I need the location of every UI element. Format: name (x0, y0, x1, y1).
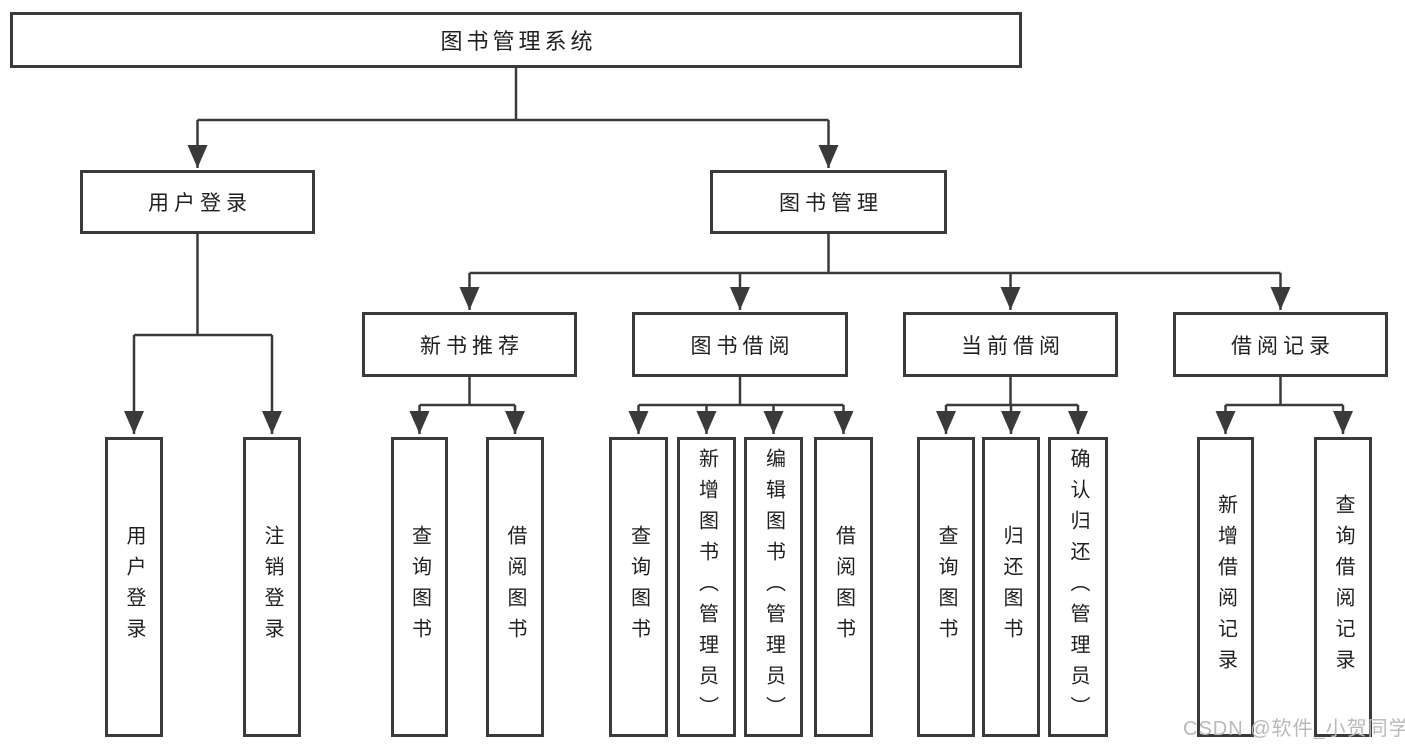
node-book-borrow-label: 图书借阅 (690, 334, 795, 358)
leaf-user-login: 用户登录 (105, 437, 163, 737)
leaf-return-book-label: 归还图书 (1000, 525, 1022, 649)
connector-root-to-level2 (197, 68, 829, 122)
node-book-borrow: 图书借阅 (632, 312, 848, 377)
node-current-borrow: 当前借阅 (903, 312, 1118, 377)
csdn-watermark: CSDN @软件_小贺同学 (1183, 718, 1405, 740)
node-current-borrow-label: 当前借阅 (961, 334, 1065, 358)
arrow-group (124, 120, 1353, 434)
leaf-borrow-book-c: 借阅图书 (814, 437, 873, 737)
leaf-borrow-book-b: 借阅图书 (486, 437, 544, 737)
leaf-add-borrow-record-label: 新增借阅记录 (1214, 494, 1237, 680)
leaf-query-borrow-record: 查询借阅记录 (1314, 437, 1372, 737)
leaf-query-book-d: 查询图书 (917, 437, 975, 737)
connector-newbook-children (419, 377, 515, 407)
leaf-borrow-book-c-label: 借阅图书 (832, 525, 855, 649)
node-borrow-records-label: 借阅记录 (1231, 334, 1335, 358)
leaf-query-book-b-label: 查询图书 (408, 525, 431, 649)
connector-borrow-children (638, 377, 844, 407)
node-root-label: 图书管理系统 (440, 29, 597, 54)
leaf-add-book-admin-label: 新增图书（管理员） (695, 447, 718, 727)
leaf-logout: 注销登录 (243, 437, 301, 737)
leaf-confirm-return-admin-label: 确认归还（管理员） (1067, 447, 1089, 727)
node-user-login-label: 用户登录 (148, 192, 252, 215)
leaf-user-login-label: 用户登录 (123, 525, 145, 649)
connector-bookmgmt-to-level3 (469, 234, 1281, 275)
leaf-logout-label: 注销登录 (261, 525, 283, 649)
connector-records-children (1225, 377, 1343, 407)
leaf-confirm-return-admin: 确认归还（管理员） (1048, 437, 1108, 737)
leaf-query-book-d-label: 查询图书 (935, 525, 957, 649)
leaf-query-book-b: 查询图书 (391, 437, 448, 737)
leaf-add-book-admin: 新增图书（管理员） (677, 437, 736, 737)
node-book-management-label: 图书管理 (779, 192, 883, 215)
leaf-return-book: 归还图书 (982, 437, 1040, 737)
leaf-query-book-c-label: 查询图书 (627, 525, 650, 649)
leaf-borrow-book-b-label: 借阅图书 (504, 525, 526, 649)
leaf-add-borrow-record: 新增借阅记录 (1197, 437, 1254, 737)
node-book-management: 图书管理 (710, 170, 947, 234)
leaf-query-borrow-record-label: 查询借阅记录 (1332, 494, 1354, 680)
node-new-book-recommend-label: 新书推荐 (420, 334, 524, 358)
node-new-book-recommend: 新书推荐 (362, 312, 577, 377)
leaf-query-book-c: 查询图书 (609, 437, 668, 737)
node-borrow-records: 借阅记录 (1173, 312, 1388, 377)
connector-userlogin-children (134, 234, 272, 337)
connector-lines (134, 68, 1343, 407)
leaf-edit-book-admin: 编辑图书（管理员） (744, 437, 803, 737)
leaf-edit-book-admin-label: 编辑图书（管理员） (762, 447, 785, 727)
connector-current-children (946, 377, 1078, 407)
node-root-library-system: 图书管理系统 (10, 12, 1022, 68)
node-user-login: 用户登录 (80, 170, 315, 234)
